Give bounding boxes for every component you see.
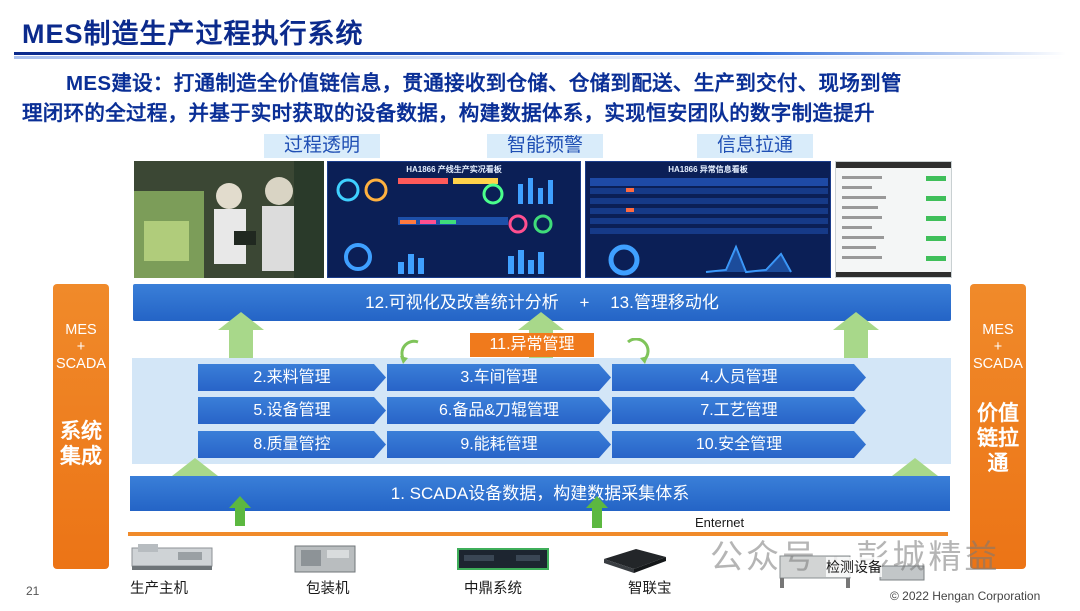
visualization-label: 12.可视化及改善统计分析 — [365, 293, 559, 312]
zhongding-system-icon — [457, 548, 549, 570]
mobile-app-screenshot — [835, 161, 952, 278]
caption-info-pull-through: 信息拉通 — [697, 134, 813, 158]
title-underline — [14, 52, 1066, 55]
panel-label: + — [76, 339, 86, 355]
page-title: MES制造生产过程执行系统 — [22, 19, 364, 49]
left-panel-system-integration: MES + SCADA 系统 集成 — [53, 284, 109, 569]
module-personnel: 4.人员管理 — [612, 364, 866, 391]
production-dashboard-screenshot: HA1866 产线生产实况看板 — [327, 161, 581, 278]
device-label: 智联宝 — [628, 581, 672, 597]
exception-dashboard-screenshot: HA1866 异常信息看板 — [585, 161, 831, 278]
panel-heading: 价值 — [977, 402, 1019, 425]
cycle-arrow-icon — [400, 339, 419, 364]
module-energy: 9.能耗管理 — [387, 431, 611, 458]
copyright: © 2022 Hengan Corporation — [890, 589, 1041, 603]
dashboard-title: HA1866 产线生产实况看板 — [406, 165, 502, 174]
zhilianbao-device-icon — [604, 549, 666, 573]
right-panel-value-chain: MES + SCADA 价值 链拉 通 — [970, 284, 1026, 569]
device-label: 生产主机 — [130, 581, 188, 597]
panel-heading: 通 — [987, 452, 1009, 475]
panel-label: + — [993, 339, 1003, 355]
production-machine-icon — [131, 544, 213, 570]
panel-label: MES — [65, 322, 97, 338]
up-arrow-icon — [218, 312, 264, 358]
mobile-management-label: 13.管理移动化 — [610, 293, 719, 312]
panel-label: SCADA — [56, 356, 106, 372]
cycle-arrow-icon — [627, 338, 650, 364]
caption-smart-warning: 智能预警 — [487, 134, 603, 158]
module-workshop: 3.车间管理 — [387, 364, 611, 391]
ethernet-label: Enternet — [695, 515, 745, 530]
device-label: 检测设备 — [826, 557, 882, 577]
description-line-1: MES建设：打通制造全价值链信息，贯通接收到仓储、仓储到配送、生产到交付、现场到… — [66, 72, 902, 95]
panel-heading: 链拉 — [977, 427, 1019, 450]
panel-heading: 集成 — [60, 445, 102, 468]
packaging-machine-icon — [294, 545, 356, 573]
panel-label: SCADA — [973, 356, 1023, 372]
panel-heading: 系统 — [60, 420, 102, 443]
caption-process-transparency: 过程透明 — [264, 134, 380, 158]
module-quality: 8.质量管控 — [198, 431, 386, 458]
dashboard-title: HA1866 异常信息看板 — [668, 165, 748, 174]
title-underline-shadow — [14, 56, 1066, 59]
page-number: 21 — [26, 584, 40, 598]
module-safety: 10.安全管理 — [612, 431, 866, 458]
up-arrow-icon — [833, 312, 879, 358]
description-line-2: 理闭环的全过程，并基于实时获取的设备数据，构建数据体系，实现恒安团队的数字制造提… — [22, 102, 875, 125]
device-label: 中鼎系统 — [464, 581, 522, 597]
up-arrow-icon — [229, 496, 251, 526]
module-spare-parts: 6.备品&刀辊管理 — [387, 397, 611, 424]
device-label: 包装机 — [306, 581, 350, 597]
module-process: 7.工艺管理 — [612, 397, 866, 424]
module-equipment: 5.设备管理 — [198, 397, 386, 424]
exception-management-box: 11.异常管理 — [470, 333, 594, 357]
ethernet-line — [128, 532, 948, 536]
workshop-photo — [134, 161, 324, 278]
module-incoming-material: 2.来料管理 — [198, 364, 386, 391]
scada-data-bar: 1. SCADA设备数据，构建数据采集体系 — [130, 476, 950, 511]
plus-sign: + — [579, 293, 590, 312]
panel-label: MES — [982, 322, 1014, 338]
up-arrow-icon — [586, 496, 608, 528]
